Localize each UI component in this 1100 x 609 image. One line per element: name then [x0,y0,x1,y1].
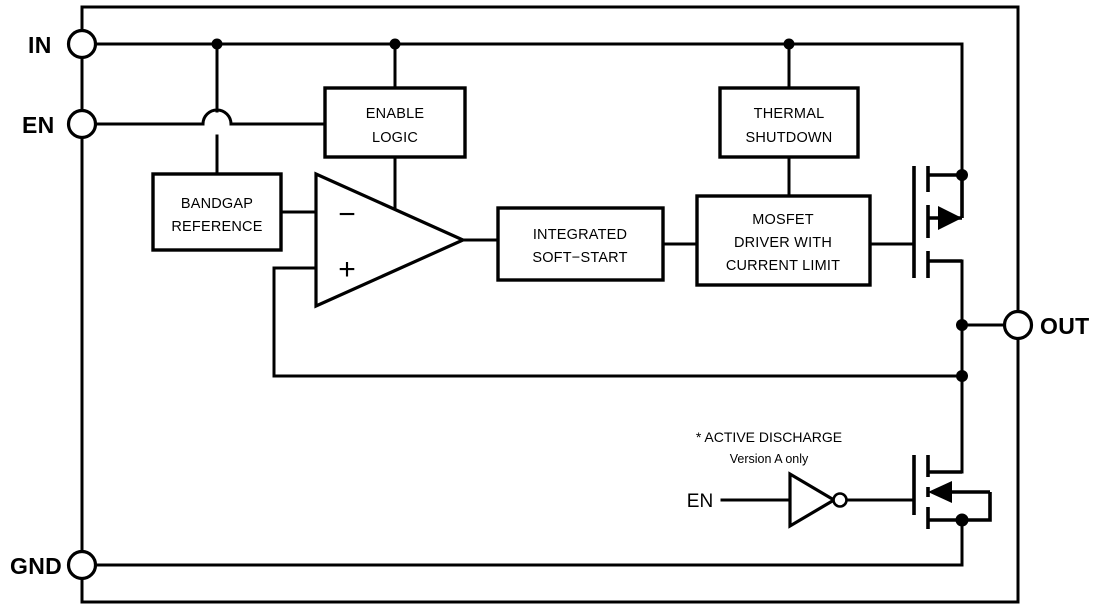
block-mosfet-driver[interactable]: MOSFET DRIVER WITH CURRENT LIMIT [695,194,872,287]
inverter-bubble [832,492,848,508]
in-terminal-circle [66,28,98,60]
enable-logic-box [323,86,467,159]
pmos-bulk-arrow [938,206,962,230]
device-outline [80,5,1020,604]
bandgap-box [151,172,283,252]
in-pin-label: IN [28,32,52,58]
nmos-bulk-arrow [928,481,952,503]
junction-dot-feedback-tap [956,370,968,382]
version-note: Version A only [730,452,809,466]
junction-dot-out-node [956,319,968,331]
bandgap-label-line-1: BANDGAP [181,196,253,212]
soft-start-label-line-1: INTEGRATED [533,227,627,243]
gnd-pin-label: GND [10,553,62,579]
enable-logic-label-line-2: LOGIC [372,130,418,146]
thermal-shutdown-label-line-2: SHUTDOWN [746,130,833,146]
inverter-triangle [788,471,838,529]
soft-start-box [496,206,665,282]
bandgap-label-line-2: REFERENCE [171,219,262,235]
active-discharge-annotation: * ACTIVE DISCHARGE Version A only [696,429,842,466]
nmos-bulk-tie [962,492,992,522]
wire-feedback [272,266,964,378]
gnd-terminal-circle [66,549,98,581]
soft-start-label-line-2: SOFT−START [532,250,627,266]
amplifier-minus-label: − [338,198,356,231]
discharge-inverter [788,471,848,529]
thermal-shutdown-label-line-1: THERMAL [754,106,825,122]
mosfet-driver-box [695,194,872,287]
out-terminal-circle [1002,309,1034,341]
out-pin-label: OUT [1040,313,1089,339]
discharge-nmos-transistor [912,455,992,529]
pin-gnd[interactable]: GND [10,549,98,581]
pin-in[interactable]: IN [28,28,98,60]
thermal-shutdown-box [718,86,860,159]
junction-dot-in-thermal [783,38,795,50]
mosfet-driver-label-line-1: MOSFET [752,212,814,228]
mosfet-driver-label-line-3: CURRENT LIMIT [726,258,840,274]
amplifier-plus-label: + [338,253,356,286]
enable-logic-label-line-1: ENABLE [366,106,425,122]
block-soft-start[interactable]: INTEGRATED SOFT−START [496,206,665,282]
net-wires [80,5,1020,567]
block-thermal-shutdown[interactable]: THERMAL SHUTDOWN [718,86,860,159]
pass-pmos-transistor [912,166,964,278]
block-enable-logic[interactable]: ENABLE LOGIC [323,86,467,159]
pin-en[interactable]: EN [22,108,98,140]
pin-out[interactable]: OUT [1002,309,1090,341]
wire-hop-arc [201,108,233,126]
amplifier-triangle [314,171,467,309]
discharge-en-label: EN [687,491,713,512]
junction-dot-in-bandgap [211,38,223,50]
error-amplifier: − + [314,171,467,309]
block-bandgap-reference[interactable]: BANDGAP REFERENCE [151,172,283,252]
junction-dot-in-enable [389,38,401,50]
junction-dots [211,38,969,527]
en-terminal-circle [66,108,98,140]
active-discharge-note: * ACTIVE DISCHARGE [696,429,842,445]
mosfet-driver-label-line-2: DRIVER WITH [734,235,832,251]
en-pin-label: EN [22,112,55,138]
